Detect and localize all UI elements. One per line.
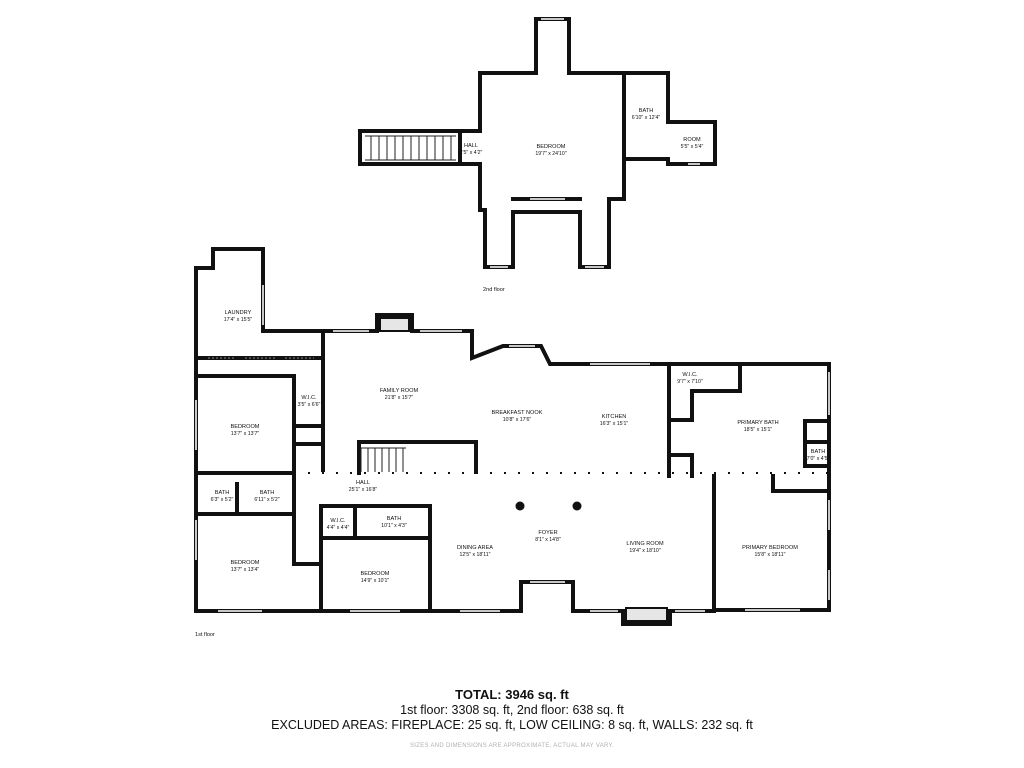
svg-text:HALL: HALL xyxy=(356,480,370,486)
svg-text:BREAKFAST NOOK: BREAKFAST NOOK xyxy=(492,410,543,416)
room-bedroomA: BEDROOM 13'7" x 13'7" xyxy=(231,424,260,437)
svg-text:BATH: BATH xyxy=(639,108,654,114)
svg-text:HALL: HALL xyxy=(464,143,478,149)
svg-text:PRIMARY BATH: PRIMARY BATH xyxy=(737,420,778,426)
svg-text:16'3" x 15'1": 16'3" x 15'1" xyxy=(600,421,629,427)
svg-text:BEDROOM: BEDROOM xyxy=(361,571,390,577)
svg-text:6'10" x 12'4": 6'10" x 12'4" xyxy=(632,115,661,121)
room-breakfast: BREAKFAST NOOK 10'8" x 17'6" xyxy=(492,410,543,423)
first-floor-walls xyxy=(194,329,831,613)
room-living: LIVING ROOM 19'4" x 18'10" xyxy=(626,541,664,554)
room-laundry: LAUNDRY 17'4" x 15'5" xyxy=(224,310,253,323)
svg-text:BEDROOM: BEDROOM xyxy=(231,424,260,430)
room-bathB: BATH 6'11" x 5'2" xyxy=(254,490,279,503)
svg-text:14'9" x 10'1": 14'9" x 10'1" xyxy=(361,578,390,584)
room-bedroomB: BEDROOM 13'7" x 13'4" xyxy=(231,560,260,573)
svg-text:FOYER: FOYER xyxy=(538,530,557,536)
svg-text:17'4" x 15'5": 17'4" x 15'5" xyxy=(224,317,253,323)
svg-text:BATH: BATH xyxy=(811,449,826,455)
svg-text:3'5" x 6'6": 3'5" x 6'6" xyxy=(298,402,321,408)
svg-text:10'8" x 17'6": 10'8" x 17'6" xyxy=(503,417,532,423)
svg-text:4'4" x 4'4": 4'4" x 4'4" xyxy=(327,525,350,531)
room-bedroomC: BEDROOM 14'9" x 10'1" xyxy=(361,571,390,584)
first-floor: LAUNDRY 17'4" x 15'5" FAMILY ROOM 21'8" … xyxy=(194,247,831,638)
total-area: TOTAL: 3946 sq. ft xyxy=(455,687,569,702)
second-floor-windows xyxy=(490,18,700,268)
svg-text:BEDROOM: BEDROOM xyxy=(537,144,566,150)
column xyxy=(515,501,525,511)
svg-text:PRIMARY BEDROOM: PRIMARY BEDROOM xyxy=(742,545,798,551)
svg-text:FAMILY ROOM: FAMILY ROOM xyxy=(380,388,419,394)
svg-text:19'7" x 24'10": 19'7" x 24'10" xyxy=(535,151,566,157)
svg-text:18'5" x 15'1": 18'5" x 15'1" xyxy=(744,427,773,433)
svg-text:13'7" x 13'7": 13'7" x 13'7" xyxy=(231,431,260,437)
svg-text:BEDROOM: BEDROOM xyxy=(231,560,260,566)
svg-text:25'1" x 16'8": 25'1" x 16'8" xyxy=(349,487,378,493)
svg-text:ROOM: ROOM xyxy=(683,137,701,143)
room-dining: DINING AREA 12'5" x 18'11" xyxy=(457,545,493,558)
column xyxy=(572,501,582,511)
svg-text:19'4" x 18'10": 19'4" x 18'10" xyxy=(629,548,660,554)
room-room2: ROOM 5'5" x 5'4" xyxy=(681,137,704,150)
room-hall2: HALL 2'5" x 4'2" xyxy=(460,143,483,156)
room-primarybed: PRIMARY BEDROOM 15'8" x 18'11" xyxy=(742,545,798,558)
svg-text:W.I.C.: W.I.C. xyxy=(330,518,346,524)
svg-text:6'3" x 5'2": 6'3" x 5'2" xyxy=(211,497,234,503)
second-floor-walls xyxy=(458,71,670,201)
disclaimer: SIZES AND DIMENSIONS ARE APPROXIMATE, AC… xyxy=(409,743,615,749)
svg-text:15'8" x 18'11": 15'8" x 18'11" xyxy=(755,552,786,558)
first-floor-openings xyxy=(294,360,829,474)
first-floor-outline xyxy=(194,247,831,626)
fireplace-family xyxy=(379,317,410,332)
svg-text:KITCHEN: KITCHEN xyxy=(602,414,627,420)
excluded-areas: EXCLUDED AREAS: FIREPLACE: 25 sq. ft, LO… xyxy=(271,718,753,732)
svg-text:DINING AREA: DINING AREA xyxy=(457,545,493,551)
room-kitchen: KITCHEN 16'3" x 15'1" xyxy=(600,414,629,427)
svg-text:BATH: BATH xyxy=(387,516,402,522)
room-wic2: W.I.C. 9'7" x 7'10" xyxy=(677,372,703,385)
svg-text:W.I.C.: W.I.C. xyxy=(682,372,698,378)
svg-text:7'0" x 4'5": 7'0" x 4'5" xyxy=(807,456,830,462)
room-foyer: FOYER 8'1" x 14'8" xyxy=(535,530,561,543)
svg-text:LIVING ROOM: LIVING ROOM xyxy=(626,541,664,547)
room-bedroom2: BEDROOM 19'7" x 24'10" xyxy=(535,144,566,157)
svg-text:9'7" x 7'10": 9'7" x 7'10" xyxy=(677,379,703,385)
room-family: FAMILY ROOM 21'8" x 15'7" xyxy=(380,388,419,401)
room-hall1: HALL 25'1" x 16'8" xyxy=(349,480,378,493)
first-floor-label: 1st floor xyxy=(195,632,215,638)
svg-text:BATH: BATH xyxy=(260,490,275,496)
second-floor-outline xyxy=(358,17,717,269)
room-primarybath: PRIMARY BATH 18'5" x 15'1" xyxy=(737,420,778,433)
first-floor-windows xyxy=(195,285,830,612)
room-bathsmall: BATH 7'0" x 4'5" xyxy=(807,449,830,462)
svg-text:21'8" x 15'7": 21'8" x 15'7" xyxy=(385,395,414,401)
svg-text:LAUNDRY: LAUNDRY xyxy=(225,310,252,316)
room-wic3: W.I.C. 4'4" x 4'4" xyxy=(327,518,350,531)
fireplace-living xyxy=(625,607,668,622)
room-bath2: BATH 6'10" x 12'4" xyxy=(632,108,661,121)
second-floor-label: 2nd floor xyxy=(483,287,505,293)
svg-text:10'1" x 4'3": 10'1" x 4'3" xyxy=(381,523,407,529)
room-bathA: BATH 6'3" x 5'2" xyxy=(211,490,234,503)
svg-text:12'5" x 18'11": 12'5" x 18'11" xyxy=(460,552,491,558)
svg-text:6'11" x 5'2": 6'11" x 5'2" xyxy=(254,497,279,503)
svg-text:5'5" x 5'4": 5'5" x 5'4" xyxy=(681,144,704,150)
floor-areas: 1st floor: 3308 sq. ft, 2nd floor: 638 s… xyxy=(400,703,624,717)
second-floor-stairs xyxy=(365,135,456,161)
first-floor-stairs xyxy=(360,447,406,472)
second-floor: HALL 2'5" x 4'2" BEDROOM 19'7" x 24'10" … xyxy=(358,17,717,293)
svg-text:8'1" x 14'8": 8'1" x 14'8" xyxy=(535,537,561,543)
room-wic1: W.I.C. 3'5" x 6'6" xyxy=(298,395,321,408)
svg-text:13'7" x 13'4": 13'7" x 13'4" xyxy=(231,567,260,573)
svg-text:W.I.C.: W.I.C. xyxy=(301,395,317,401)
room-bathC: BATH 10'1" x 4'3" xyxy=(381,516,407,529)
svg-text:2'5" x 4'2": 2'5" x 4'2" xyxy=(460,150,483,156)
svg-text:BATH: BATH xyxy=(215,490,230,496)
